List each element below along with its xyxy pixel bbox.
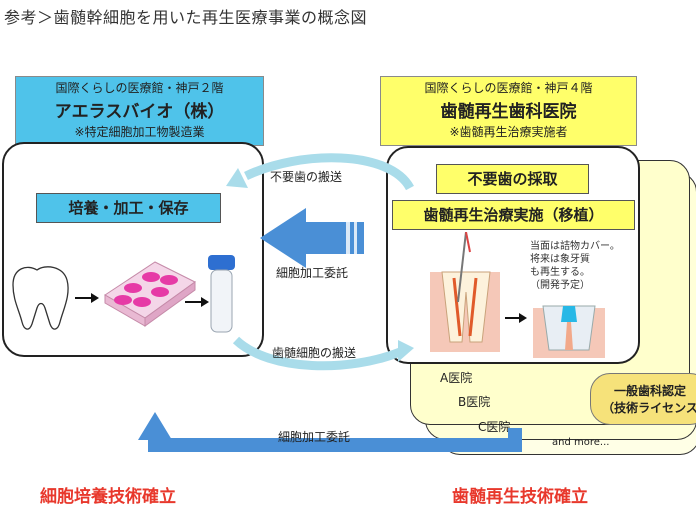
cell-processing-arrow bbox=[260, 208, 364, 268]
tooth-icon bbox=[12, 266, 69, 330]
right-header-clinic: 歯髄再生歯科医院 bbox=[440, 102, 577, 122]
instrument-icon bbox=[457, 232, 467, 303]
pulp-cell-transport-label: 歯髄細胞の搬送 bbox=[272, 346, 357, 360]
regenerated-tooth-illustration bbox=[533, 305, 605, 358]
left-header-location: 国際くらしの医療館・神戸２階 bbox=[55, 81, 224, 95]
left-header-note: ※特定細胞加工物製造業 bbox=[74, 125, 205, 139]
bottom-commission-label: 細胞加工委託 bbox=[278, 430, 351, 444]
left-header: 国際くらしの医療館・神戸２階 アエラスバイオ（株） ※特定細胞加工物製造業 bbox=[15, 76, 264, 146]
culture-tech-footer: 細胞培養技術確立 bbox=[40, 487, 176, 507]
tooth-transport-label: 不要歯の搬送 bbox=[270, 170, 343, 184]
right-header: 国際くらしの医療館・神戸４階 歯髄再生歯科医院 ※歯髄再生治療実施者 bbox=[380, 76, 637, 146]
tooth-transport-arrow bbox=[244, 153, 414, 191]
future-note: 当面は詰物カバー。 将来は象牙質 も再生する。 （開発予定） bbox=[530, 241, 620, 291]
clinic-c-label: C医院 bbox=[478, 420, 511, 434]
extraction-label: 不要歯の採取 bbox=[436, 164, 589, 194]
and-more-label: and more... bbox=[552, 437, 610, 448]
pulp-cell-transport-arrow bbox=[232, 336, 402, 371]
root-canal-illustration bbox=[430, 232, 500, 352]
regeneration-tech-footer: 歯髄再生技術確立 bbox=[452, 487, 588, 507]
storage-tube-icon bbox=[208, 255, 235, 333]
cell-commission-label: 細胞加工委託 bbox=[276, 266, 349, 280]
bottom-commission-arrow bbox=[138, 412, 522, 452]
transplant-label: 歯髄再生治療実施（移植） bbox=[392, 200, 635, 230]
culture-illustration bbox=[12, 255, 235, 333]
right-header-note: ※歯髄再生治療実施者 bbox=[449, 125, 568, 139]
right-header-location: 国際くらしの医療館・神戸４階 bbox=[424, 81, 593, 95]
clinic-a-label: A医院 bbox=[440, 371, 473, 385]
culture-plate-icon bbox=[104, 261, 196, 327]
left-header-company: アエラスバイオ（株） bbox=[54, 102, 225, 122]
license-badge: 一般歯科認定 （技術ライセンス bbox=[590, 373, 696, 425]
culture-label: 培養・加工・保存 bbox=[36, 193, 221, 223]
clinic-b-label: B医院 bbox=[458, 395, 491, 409]
page-title: 参考＞歯髄幹細胞を用いた再生医療事業の概念図 bbox=[4, 8, 368, 27]
